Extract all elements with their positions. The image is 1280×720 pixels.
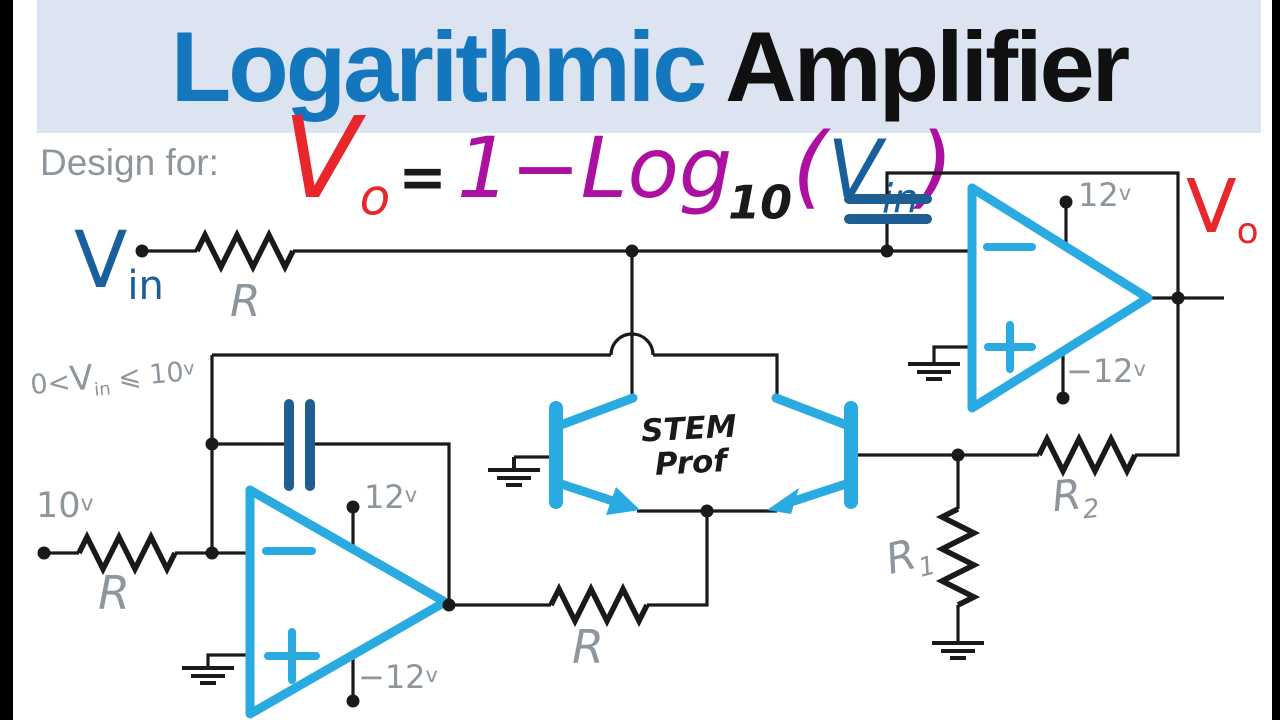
- supply-value: 12: [364, 478, 405, 516]
- vin-subscript: in: [127, 263, 164, 310]
- ground-left-transistor-base: [488, 457, 540, 487]
- resistor-r1: [935, 506, 981, 608]
- opamp2-neg-supply-label: −12v: [1066, 352, 1146, 390]
- range-pre: 0<: [29, 366, 72, 402]
- supply-unit: v: [1118, 180, 1132, 205]
- resistors: [76, 228, 1138, 628]
- range-v: V: [68, 357, 95, 400]
- wire-resistor-to-emitters: [647, 511, 709, 607]
- supply-unit: v: [425, 662, 438, 687]
- supply-value: −12: [358, 658, 426, 696]
- formula-equals: =: [398, 143, 447, 211]
- ref-10v-unit: v: [80, 491, 94, 517]
- title-word-amplifier: Amplifier: [704, 10, 1130, 122]
- resistor-output-r: [548, 582, 650, 628]
- page-title: Logarithmic Amplifier: [170, 10, 1130, 124]
- resistor-label-ref-r: R: [98, 566, 130, 620]
- formula-log-base: 10: [728, 175, 793, 230]
- vin-main: V: [74, 216, 128, 306]
- grounds: [182, 362, 984, 685]
- range-v-sub: in: [93, 378, 112, 401]
- left-edge-bar: [0, 0, 13, 720]
- supply-unit: v: [404, 482, 418, 507]
- title-word-logarithmic: Logarithmic: [170, 10, 708, 122]
- supply-unit: v: [1133, 356, 1146, 381]
- resistor-r2: [1036, 432, 1138, 478]
- ground-r1: [932, 641, 984, 660]
- ground-opamp2-plus: [908, 362, 960, 381]
- wire-r2-to-output: [1135, 298, 1180, 457]
- ref-10v-value: 10: [36, 486, 81, 526]
- r2-main: R: [1049, 469, 1084, 522]
- opamp1-neg-supply-label: −12v: [358, 658, 438, 696]
- vo-main: V: [1186, 164, 1237, 250]
- r2-subscript: 2: [1081, 493, 1101, 526]
- transistor-right-emitter-arrow: [767, 488, 799, 514]
- transistor-right-collector: [771, 393, 854, 431]
- wire-feedback-right: [314, 442, 451, 605]
- title-banner: Logarithmic Amplifier: [37, 0, 1261, 133]
- formula-left-paren: (: [792, 114, 828, 219]
- formula-vo-subscript: o: [359, 168, 391, 227]
- range-sup: v: [182, 357, 196, 381]
- capacitor-opamp2-feedback: [844, 194, 932, 224]
- opamp-top-right: [967, 183, 1153, 413]
- wire-opamp2-feedback: [885, 171, 1180, 298]
- right-edge-bar: [1272, 0, 1280, 720]
- wire-crossover-hop: [609, 332, 655, 356]
- wire-opamp1-plus-ground: [206, 653, 250, 666]
- resistor-label-r2: R2: [1049, 468, 1101, 525]
- transistor-right: [767, 393, 858, 514]
- transistor-left: [549, 393, 640, 515]
- junction-dots: [37, 195, 1185, 708]
- opamp1-plus-input: [264, 628, 320, 684]
- transistor-right-emitter: [786, 478, 854, 507]
- transistor-left-collector: [553, 393, 638, 431]
- opamp2-plus-input: [984, 321, 1036, 373]
- opamp-bottom-left: [245, 485, 450, 719]
- opamp2-triangle: [967, 183, 1153, 413]
- opamp1-triangle: [245, 485, 450, 719]
- resistor-ref-r: [76, 530, 178, 576]
- supply-value: −12: [1066, 352, 1134, 390]
- capacitor-opamp1-feedback: [284, 399, 315, 491]
- vin-label: Vin: [74, 222, 164, 306]
- ground-opamp1-plus: [182, 666, 234, 685]
- range-val: 10: [148, 356, 185, 391]
- wires: [44, 171, 1224, 701]
- wire-opamp2-plus-ground: [932, 345, 972, 362]
- opamp2-pos-supply-label: 12v: [1078, 176, 1131, 214]
- resistor-input-r: [194, 228, 296, 274]
- transistor-left-emitter-arrow: [606, 487, 640, 515]
- vo-output-label: Vo: [1186, 170, 1259, 250]
- design-for-label: Design for:: [40, 142, 219, 183]
- range-leq: ⩽: [116, 360, 143, 394]
- ref-10v-label: 10v: [36, 486, 94, 526]
- resistor-label-input-r: R: [230, 276, 261, 327]
- stem-line2: Prof: [653, 443, 728, 483]
- transistor-left-emitter: [553, 478, 621, 507]
- supply-value: 12: [1078, 176, 1119, 214]
- formula-vo: V: [283, 94, 360, 224]
- vo-subscript: o: [1236, 211, 1259, 253]
- wire-mid-right-collector: [653, 353, 779, 396]
- opamp1-pos-supply-label: 12v: [364, 478, 417, 516]
- resistor-label-output-r: R: [572, 620, 604, 674]
- formula-one-minus-log: 1−Log: [456, 119, 733, 217]
